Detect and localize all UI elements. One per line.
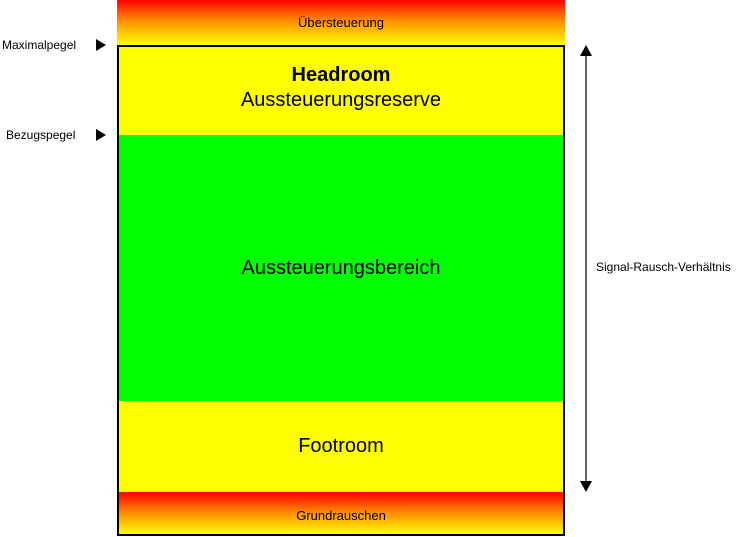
- headroom-title: Headroom: [291, 64, 391, 86]
- footroom-label: Footroom: [298, 435, 384, 457]
- reference-level-label: Bezugspegel: [6, 128, 76, 142]
- headroom-subtitle: Aussteuerungsreserve: [240, 89, 442, 111]
- footroom-band: Footroom: [119, 401, 563, 492]
- dynamic-range-label: Aussteuerungsbereich: [241, 256, 441, 279]
- snr-arrow-icon: [580, 45, 592, 492]
- reference-level-marker-icon: [96, 129, 106, 141]
- headroom-band: Headroom Aussteuerungsreserve: [119, 47, 563, 135]
- noise-floor-label: Grundrauschen: [296, 507, 386, 523]
- max-level-marker-icon: [96, 39, 106, 51]
- clipping-label: Übersteuerung: [298, 15, 384, 30]
- clipping-band: Übersteuerung: [117, 0, 565, 45]
- dynamic-range-band: Aussteuerungsbereich: [119, 135, 563, 401]
- snr-label: Signal-Rausch-Verhältnis: [596, 260, 731, 274]
- noise-floor-band: Grundrauschen: [119, 492, 563, 534]
- level-frame: [117, 45, 565, 536]
- max-level-label: Maximalpegel: [2, 38, 77, 52]
